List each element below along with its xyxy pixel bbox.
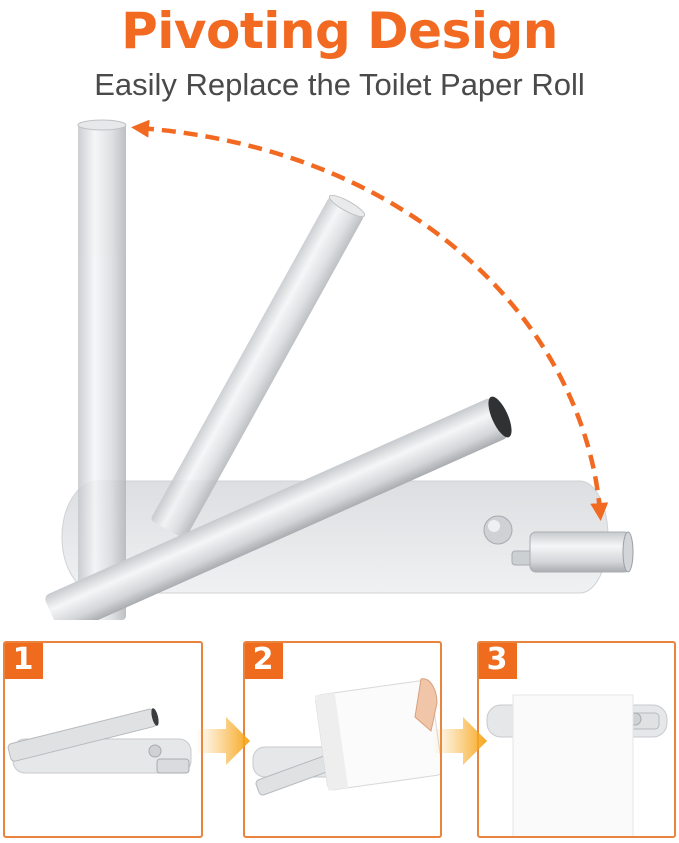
step-badge-3: 3: [479, 643, 517, 679]
rod-vertical: [77, 119, 127, 620]
page-title: Pivoting Design: [121, 2, 558, 60]
page-subtitle: Easily Replace the Toilet Paper Roll: [94, 67, 585, 102]
step-2-illustration: [252, 678, 440, 796]
toilet-paper-roll: [314, 679, 440, 791]
chevron-right-arrow-icon: [196, 717, 250, 765]
step-panel-1: 1: [3, 641, 203, 838]
pivoting-holder-illustration: [45, 119, 634, 620]
step-panel-3: 3: [477, 641, 676, 838]
step-badge-1: 1: [5, 643, 43, 679]
pivot-knob: [483, 515, 513, 545]
dashed-curved-arrow-icon: [131, 119, 609, 521]
chevron-right-arrow-icon: [433, 717, 487, 765]
step-panel-2: 2: [243, 641, 442, 838]
retaining-stub: [511, 531, 634, 573]
step-badge-2: 2: [245, 643, 283, 679]
step-1-illustration: [7, 708, 192, 774]
step-3-illustration: [486, 694, 668, 836]
